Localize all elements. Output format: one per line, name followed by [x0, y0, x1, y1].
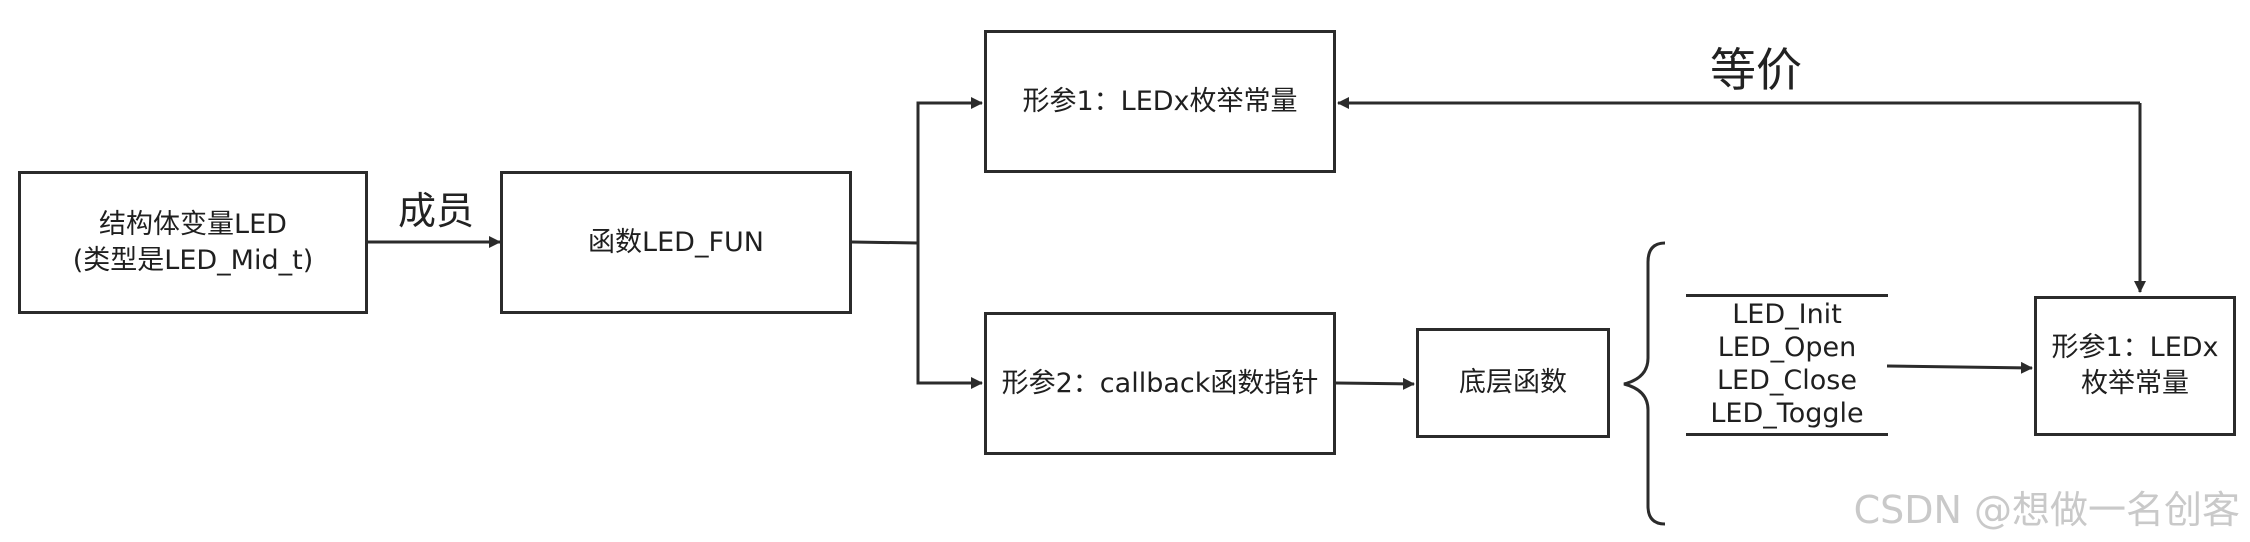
line-fun-to-branch [851, 240, 919, 245]
arrow-branch-to-param1 [916, 97, 983, 243]
param2-label: 形参2：callback函数指针 [1001, 367, 1319, 399]
curly-brace [1623, 241, 1666, 526]
param1-right-box: 形参1：LEDx 枚举常量 [2034, 296, 2236, 436]
equivalent-edge-label: 等价 [1710, 43, 1802, 97]
led-struct-line1: 结构体变量LED [99, 208, 287, 240]
arrow-list-to-param1-right [1886, 361, 2033, 374]
param1-top-label: 形参1：LEDx枚举常量 [1022, 85, 1298, 117]
func-list: LED_Init LED_Open LED_Close LED_Toggle [1686, 298, 1888, 430]
list-item: LED_Init [1732, 299, 1842, 330]
param1-top-box: 形参1：LEDx枚举常量 [984, 30, 1336, 173]
list-item: LED_Toggle [1710, 398, 1864, 429]
led-fun-label: 函数LED_FUN [588, 226, 764, 258]
base-func-box: 底层函数 [1416, 328, 1610, 438]
arrow-branch-to-param2 [916, 243, 983, 389]
list-item: LED_Close [1717, 365, 1857, 396]
watermark: CSDN @想做一名创客 [1853, 488, 2240, 532]
param1-right-line1: 形参1：LEDx [2051, 332, 2219, 363]
list-item: LED_Open [1717, 332, 1857, 363]
arrow-param2-to-base [1335, 377, 1415, 390]
list-top-rule [1686, 294, 1888, 297]
param1-right-line2: 枚举常量 [2081, 368, 2189, 399]
led-struct-box: 结构体变量LED (类型是LED_Mid_t) [18, 171, 368, 314]
base-func-label: 底层函数 [1459, 367, 1567, 398]
led-struct-line2: (类型是LED_Mid_t) [72, 244, 314, 276]
list-bottom-rule [1686, 433, 1888, 436]
member-edge-label: 成员 [398, 189, 475, 233]
param2-box: 形参2：callback函数指针 [984, 312, 1336, 455]
led-fun-box: 函数LED_FUN [500, 171, 852, 314]
